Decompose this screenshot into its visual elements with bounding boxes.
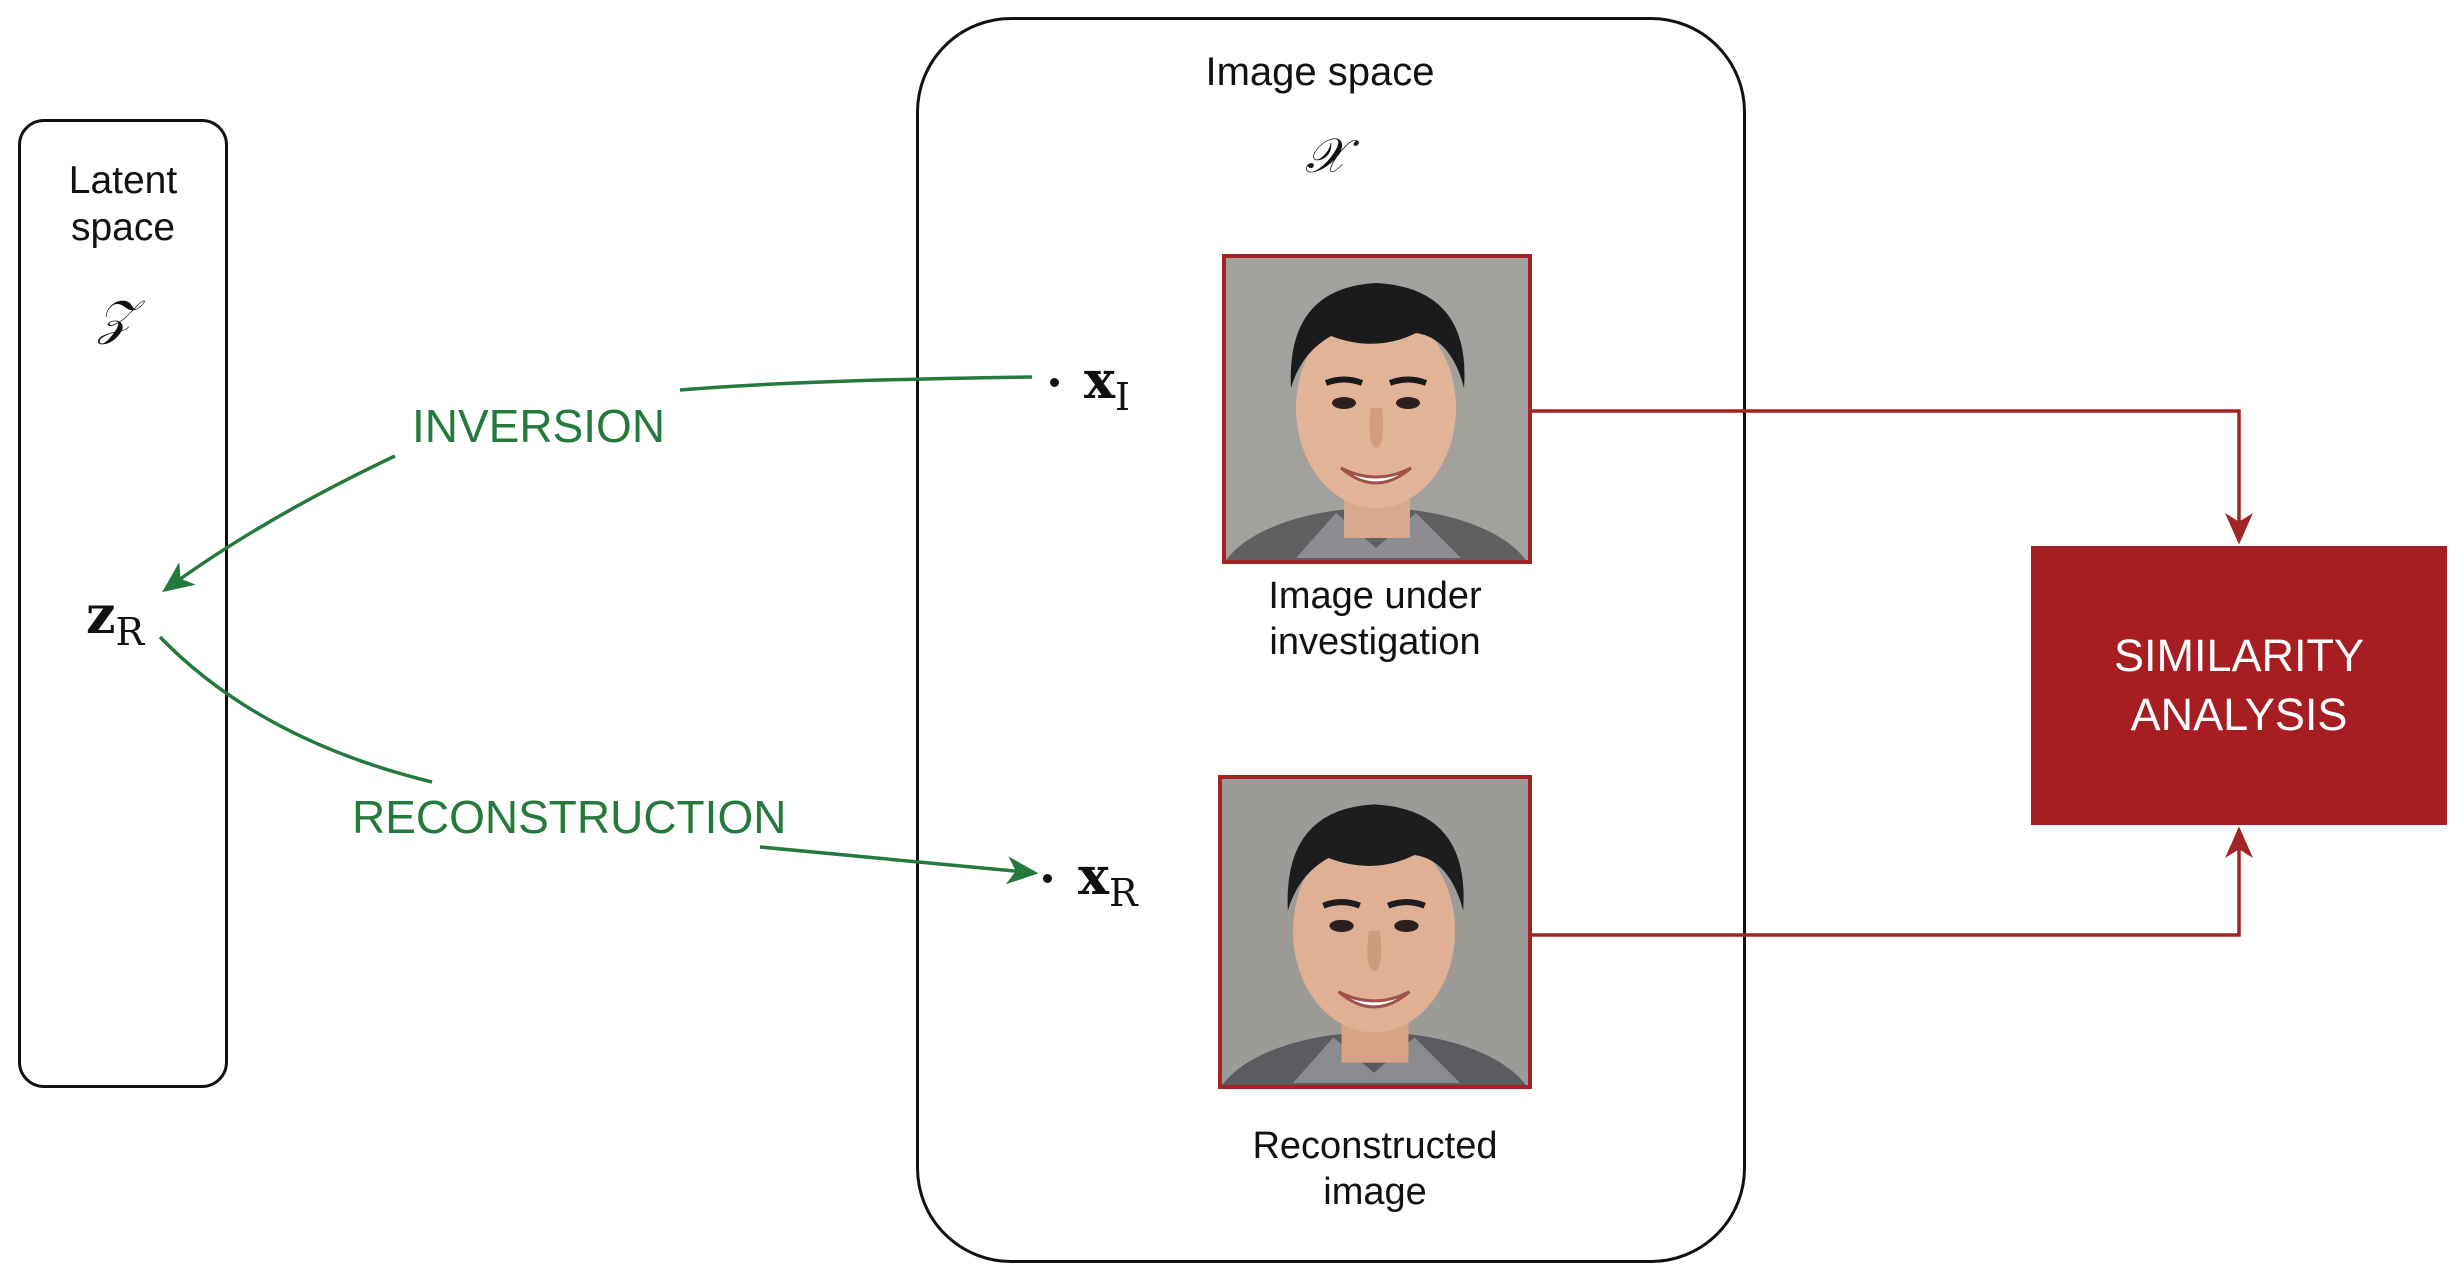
- xr-sub: R: [1109, 871, 1138, 915]
- inversion-arrow-bottom: [162, 454, 396, 593]
- latent-title-line1: Latent: [68, 159, 178, 202]
- latent-title-line2: space: [70, 205, 176, 249]
- similarity-line1: SIMILARITY: [2113, 630, 2365, 681]
- zr-sub: R: [115, 610, 145, 654]
- point-xr: xR: [1078, 846, 1138, 915]
- point-xi: xI: [1084, 350, 1130, 419]
- face2-caption: Reconstructed image: [1180, 1124, 1570, 1215]
- face-portrait-2: [1222, 779, 1528, 1085]
- face2-caption-line1: Reconstructed: [1252, 1125, 1498, 1167]
- face-image-under-investigation: [1222, 254, 1532, 564]
- reconstruction-label: RECONSTRUCTION: [352, 791, 787, 843]
- xi-sub: I: [1115, 375, 1131, 419]
- similarity-line2: ANALYSIS: [2130, 688, 2348, 740]
- face1-to-similarity-arrow: [1532, 409, 2253, 545]
- face1-caption: Image under investigation: [1180, 574, 1570, 665]
- image-space-title: Image space: [1205, 50, 1435, 94]
- face1-caption-line2: investigation: [1269, 620, 1481, 663]
- face2-to-similarity-arrow: [1532, 826, 2253, 937]
- face-portrait-1: [1226, 258, 1528, 560]
- image-space-symbol: 𝒳: [1305, 128, 1347, 184]
- xi-main: x: [1084, 350, 1116, 411]
- xr-point-dot: [1043, 874, 1052, 883]
- reconstruction-arrow-top: [158, 635, 433, 784]
- face1-caption-line1: Image under: [1268, 575, 1482, 617]
- inversion-arrow-top: [679, 375, 1033, 392]
- face-reconstructed-image: [1218, 775, 1532, 1089]
- face2-caption-line2: image: [1323, 1170, 1427, 1213]
- latent-space-box: [18, 119, 228, 1088]
- xi-point-dot: [1050, 378, 1059, 387]
- inversion-label: INVERSION: [412, 400, 666, 452]
- similarity-analysis-box: SIMILARITY ANALYSIS: [2031, 546, 2447, 825]
- zr-main: z: [86, 585, 116, 646]
- reconstruction-arrow-bottom: [759, 845, 1039, 885]
- latent-point-zr: zR: [86, 585, 144, 654]
- latent-symbol: 𝒵: [98, 290, 135, 346]
- xr-main: x: [1078, 846, 1110, 907]
- latent-space-title: Latent space: [18, 158, 228, 252]
